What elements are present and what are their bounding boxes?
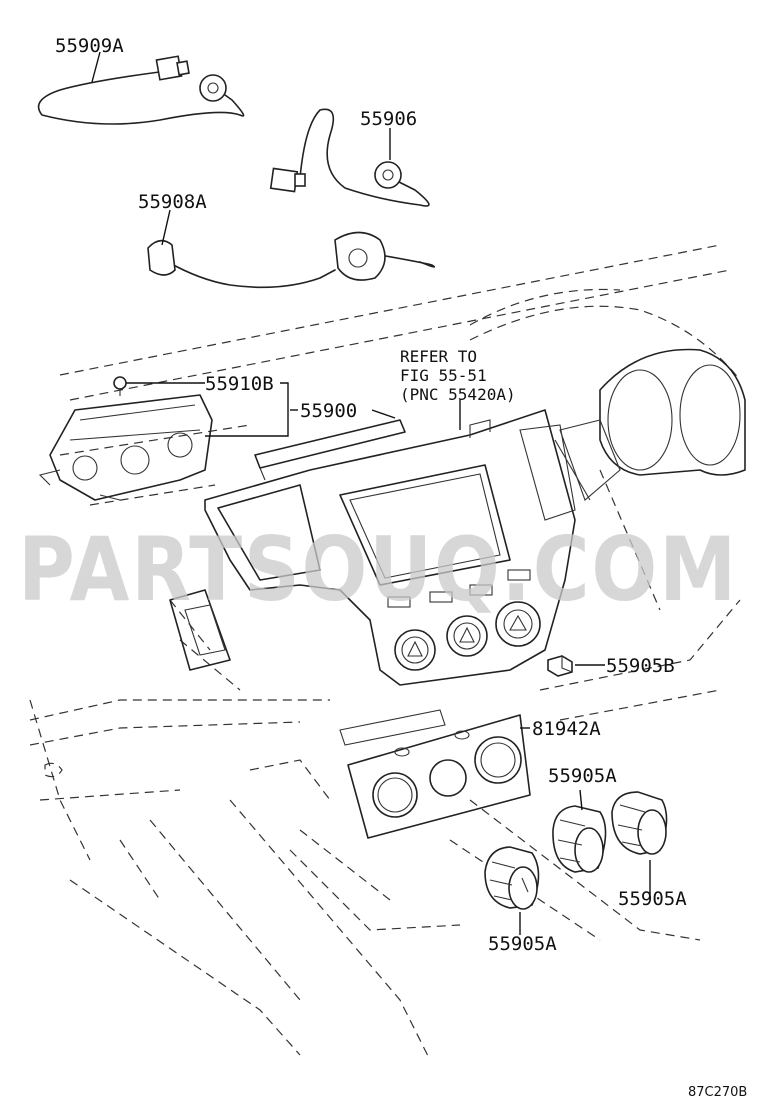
label-55905B: 55905B xyxy=(606,655,675,677)
dashboard-outline xyxy=(29,244,741,1061)
knob-55905A-top xyxy=(552,805,607,873)
diagram-code: 87C270B xyxy=(688,1085,747,1100)
knob-55905A-bottom xyxy=(484,846,540,910)
knob-55905A-right xyxy=(611,791,668,855)
heater-control-assembly xyxy=(38,376,213,501)
clip-55905B xyxy=(547,655,573,677)
center-cluster-panel xyxy=(169,409,576,686)
part-labels: 55909A 55906 55908A 55910B 55900 REFER T… xyxy=(55,35,687,955)
label-55910B: 55910B xyxy=(205,373,274,395)
watermark: PARTSOUQ.COM xyxy=(18,518,738,621)
cable-55908A xyxy=(147,231,436,289)
label-55900: 55900 xyxy=(300,400,357,422)
label-55908A: 55908A xyxy=(138,191,207,213)
panel-81942A xyxy=(339,709,531,839)
label-55909A: 55909A xyxy=(55,35,124,57)
refer-line-2: FIG 55-51 xyxy=(400,366,487,385)
label-55905A-right: 55905A xyxy=(618,888,687,910)
label-55905A-top: 55905A xyxy=(548,765,617,787)
refer-line-3: (PNC 55420A) xyxy=(400,385,516,404)
refer-line-1: REFER TO xyxy=(400,347,477,366)
instrument-cluster xyxy=(554,348,746,501)
label-55905A-bottom: 55905A xyxy=(488,933,557,955)
label-81942A: 81942A xyxy=(532,718,601,740)
label-55906: 55906 xyxy=(360,108,417,130)
cable-55906 xyxy=(269,108,430,207)
cable-55909A xyxy=(37,55,245,125)
leader-lines xyxy=(91,51,651,935)
part-55900-duct xyxy=(254,419,406,481)
